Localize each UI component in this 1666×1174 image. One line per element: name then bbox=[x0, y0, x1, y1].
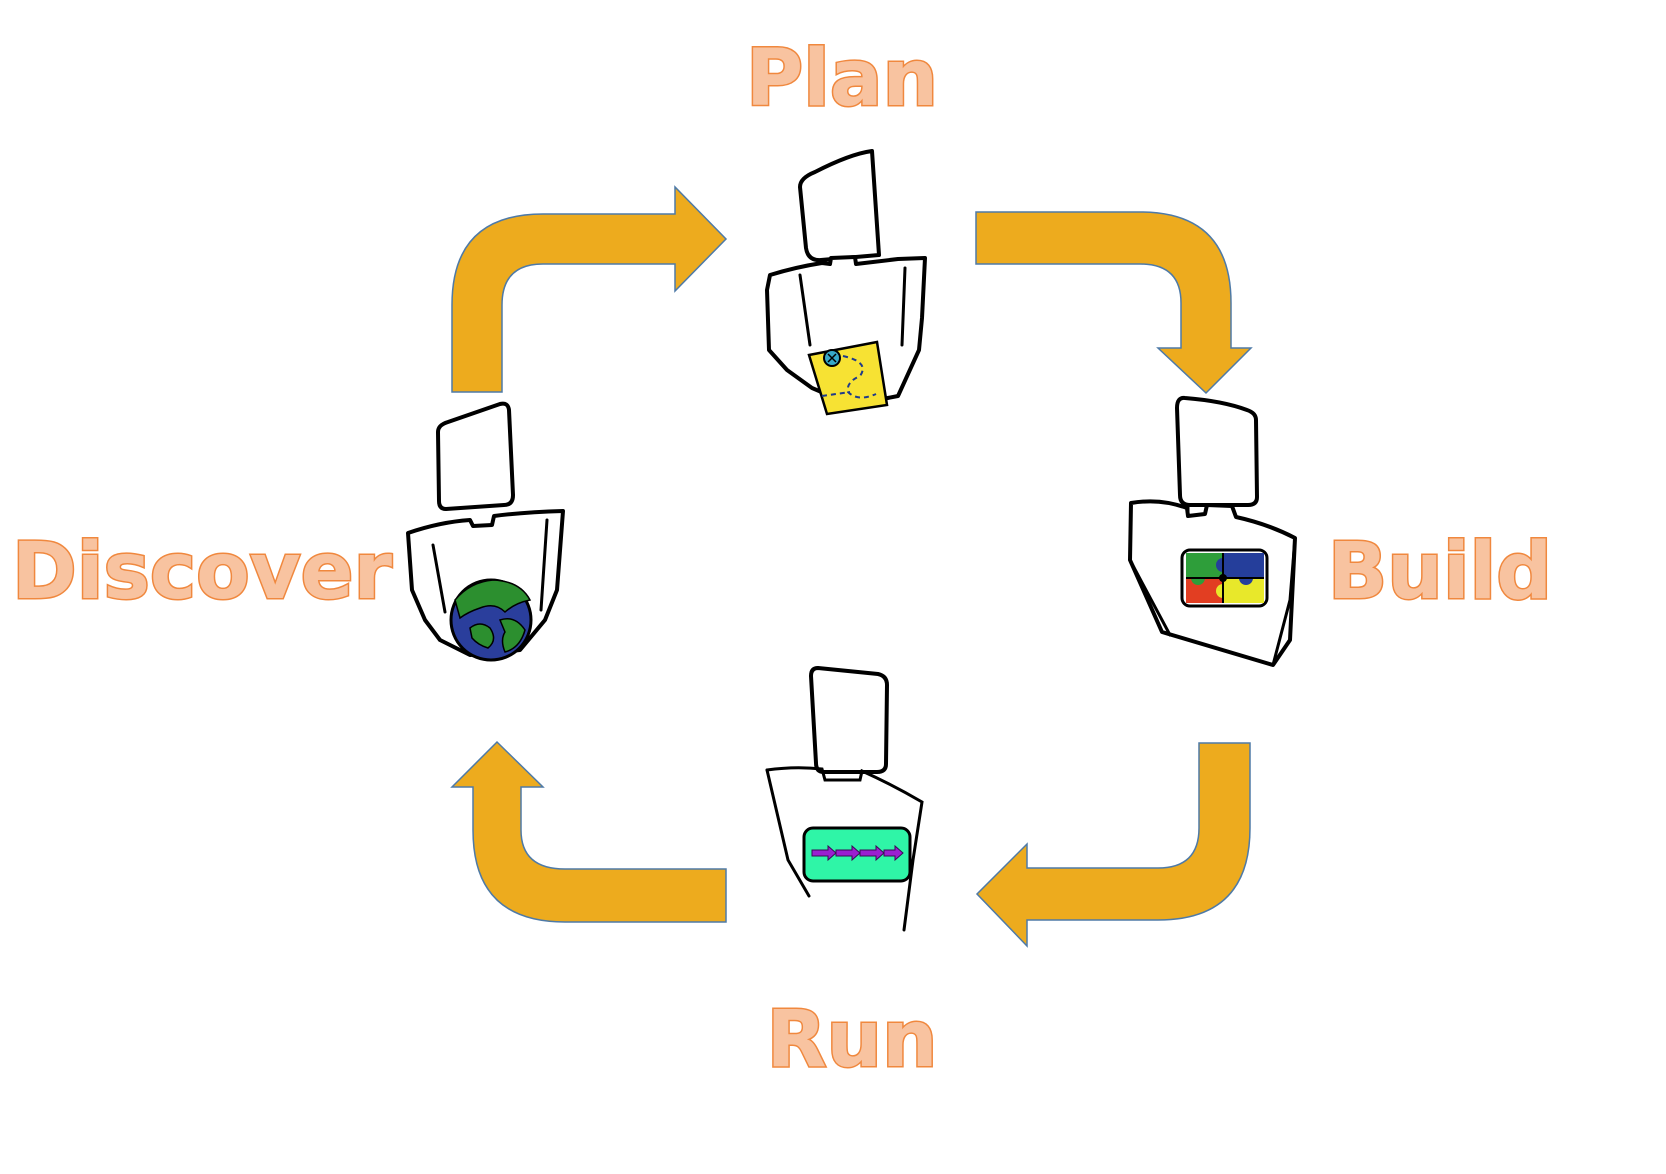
discover-figure-head bbox=[436, 401, 515, 511]
stage-label-build: Build bbox=[1328, 527, 1552, 617]
arrow-run-to-discover bbox=[450, 740, 727, 923]
run-figure-body bbox=[765, 766, 924, 932]
plan-build-run-discover-cycle: Plan Build Run Discover bbox=[11, 33, 1554, 1087]
globe-icon bbox=[449, 578, 533, 662]
puzzle-icon bbox=[1180, 548, 1269, 608]
stage-label-run: Run bbox=[766, 995, 937, 1085]
discover-figure bbox=[406, 401, 565, 662]
pipeline-box-icon bbox=[802, 826, 912, 883]
arrow-discover-to-plan bbox=[451, 185, 728, 393]
run-figure-head bbox=[809, 666, 889, 774]
arrow-plan-to-build bbox=[975, 211, 1253, 395]
build-figure bbox=[1128, 395, 1297, 667]
treasure-map-icon bbox=[807, 340, 889, 416]
run-figure bbox=[765, 666, 924, 932]
stage-label-discover: Discover bbox=[12, 527, 392, 617]
build-figure-head bbox=[1175, 395, 1259, 507]
arrow-build-to-run bbox=[975, 742, 1251, 948]
stage-label-plan: Plan bbox=[746, 34, 938, 124]
plan-figure-head bbox=[798, 149, 881, 263]
plan-figure bbox=[765, 149, 927, 416]
